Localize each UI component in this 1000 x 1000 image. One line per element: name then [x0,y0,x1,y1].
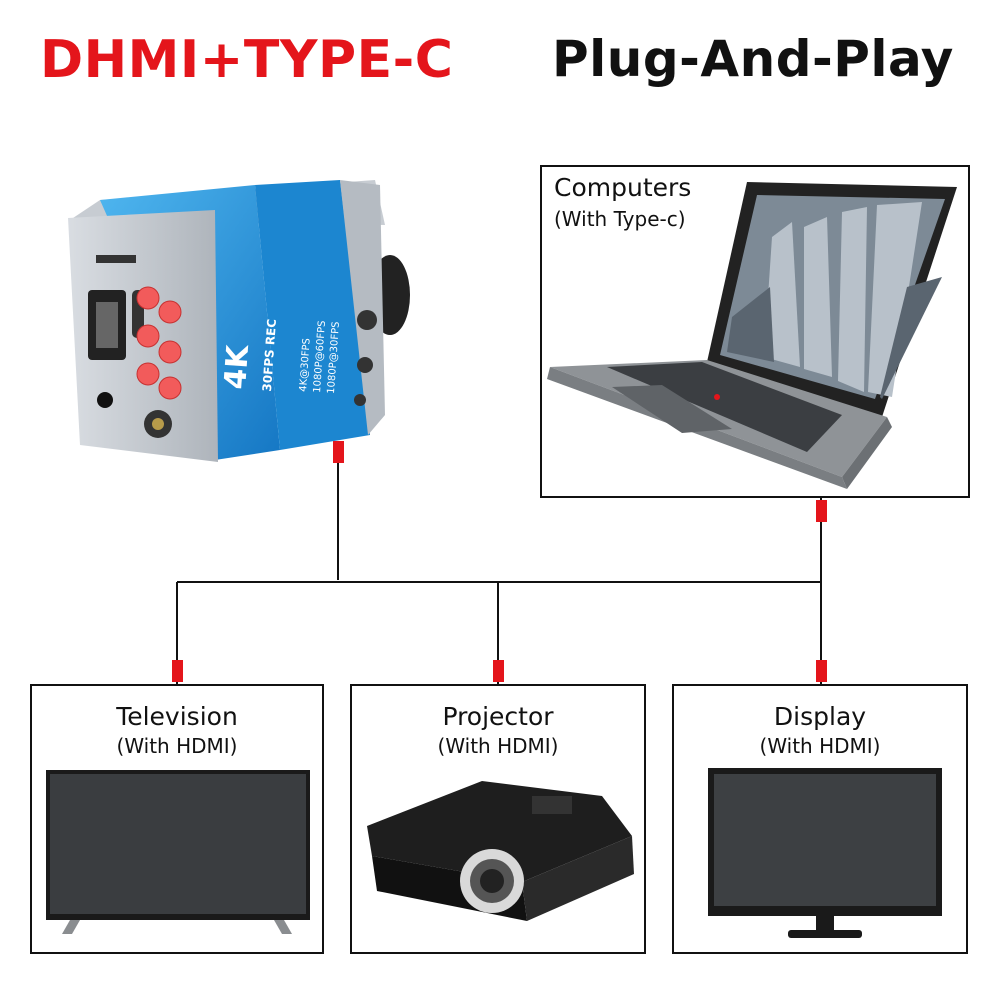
camera-badge: 4K [218,342,256,390]
connector-marker-display [816,660,827,682]
connector-marker-tv [172,660,183,682]
computer-box: Computers (With Type-c) [540,165,970,498]
projector-box: Projector (With HDMI) [350,684,646,954]
computer-subtitle: (With Type-c) [554,207,686,231]
heading-dhmi-type-c: DHMI+TYPE-C [40,30,454,90]
projector-image [367,781,634,921]
heading-plug-and-play: Plug-And-Play [552,30,954,88]
camera-line-2: 4K@30FPS [298,338,313,392]
projector-subtitle: (With HDMI) [437,734,559,758]
camera-line-1: 30FPS REC [260,318,279,392]
camera-device: 4K 30FPS REC 4K@30FPS 1080P@60FPS 1080P@… [68,180,410,462]
camera-line-4: 1080P@30FPS [326,321,342,394]
camera-line-3: 1080P@60FPS [312,320,328,393]
display-subtitle: (With HDMI) [759,734,881,758]
connector-marker-projector [493,660,504,682]
laptop-image [547,182,957,489]
projector-title: Projector [442,702,554,731]
television-image [46,770,310,934]
connector-marker-computer [816,500,827,522]
display-title: Display [773,702,867,731]
computer-title: Computers [554,173,692,202]
display-box: Display (With HDMI) [672,684,968,954]
display-image [708,768,942,938]
television-subtitle: (With HDMI) [116,734,238,758]
television-box: Television (With HDMI) [30,684,324,954]
television-title: Television [116,702,238,731]
